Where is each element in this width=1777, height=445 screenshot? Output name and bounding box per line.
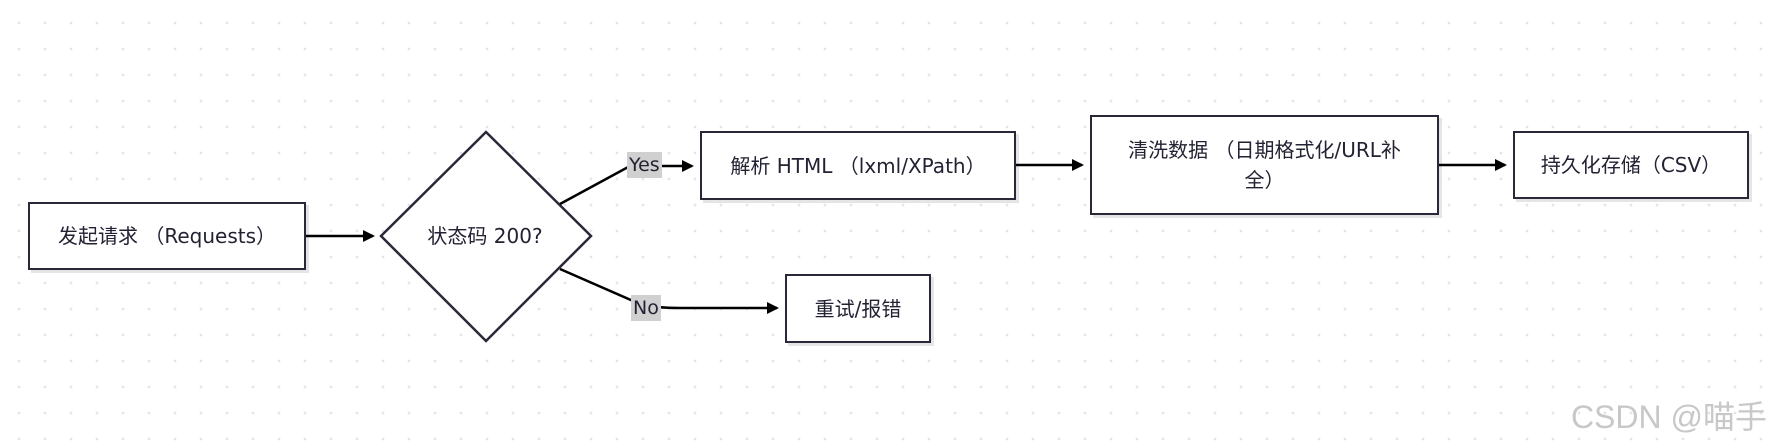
node-clean-data: 清洗数据 （日期格式化/URL补 全） xyxy=(1090,115,1439,215)
node-retry-error: 重试/报错 xyxy=(785,274,931,343)
edge-label-yes: Yes xyxy=(627,152,662,178)
node-clean-data-label-line1: 清洗数据 （日期格式化/URL补 xyxy=(1128,138,1401,162)
node-parse-html-label: 解析 HTML （lxml/XPath） xyxy=(730,153,986,178)
decision-diamond xyxy=(379,130,593,343)
edge-decision-to-retry xyxy=(559,267,779,314)
node-parse-html: 解析 HTML （lxml/XPath） xyxy=(700,131,1016,200)
watermark: CSDN @喵手 xyxy=(1570,399,1767,435)
node-send-request-label: 发起请求 （Requests） xyxy=(57,224,277,248)
node-persist-storage: 持久化存储（CSV） xyxy=(1513,131,1749,199)
edge-label-no: No xyxy=(631,295,661,321)
node-clean-data-label-line2: 全） xyxy=(1244,168,1285,192)
node-retry-error-label: 重试/报错 xyxy=(814,296,902,321)
node-persist-storage-label: 持久化存储（CSV） xyxy=(1540,153,1722,177)
edge-decision-to-parse xyxy=(559,160,694,206)
decision-label: 状态码 200? xyxy=(427,224,543,248)
node-send-request: 发起请求 （Requests） xyxy=(28,202,306,270)
